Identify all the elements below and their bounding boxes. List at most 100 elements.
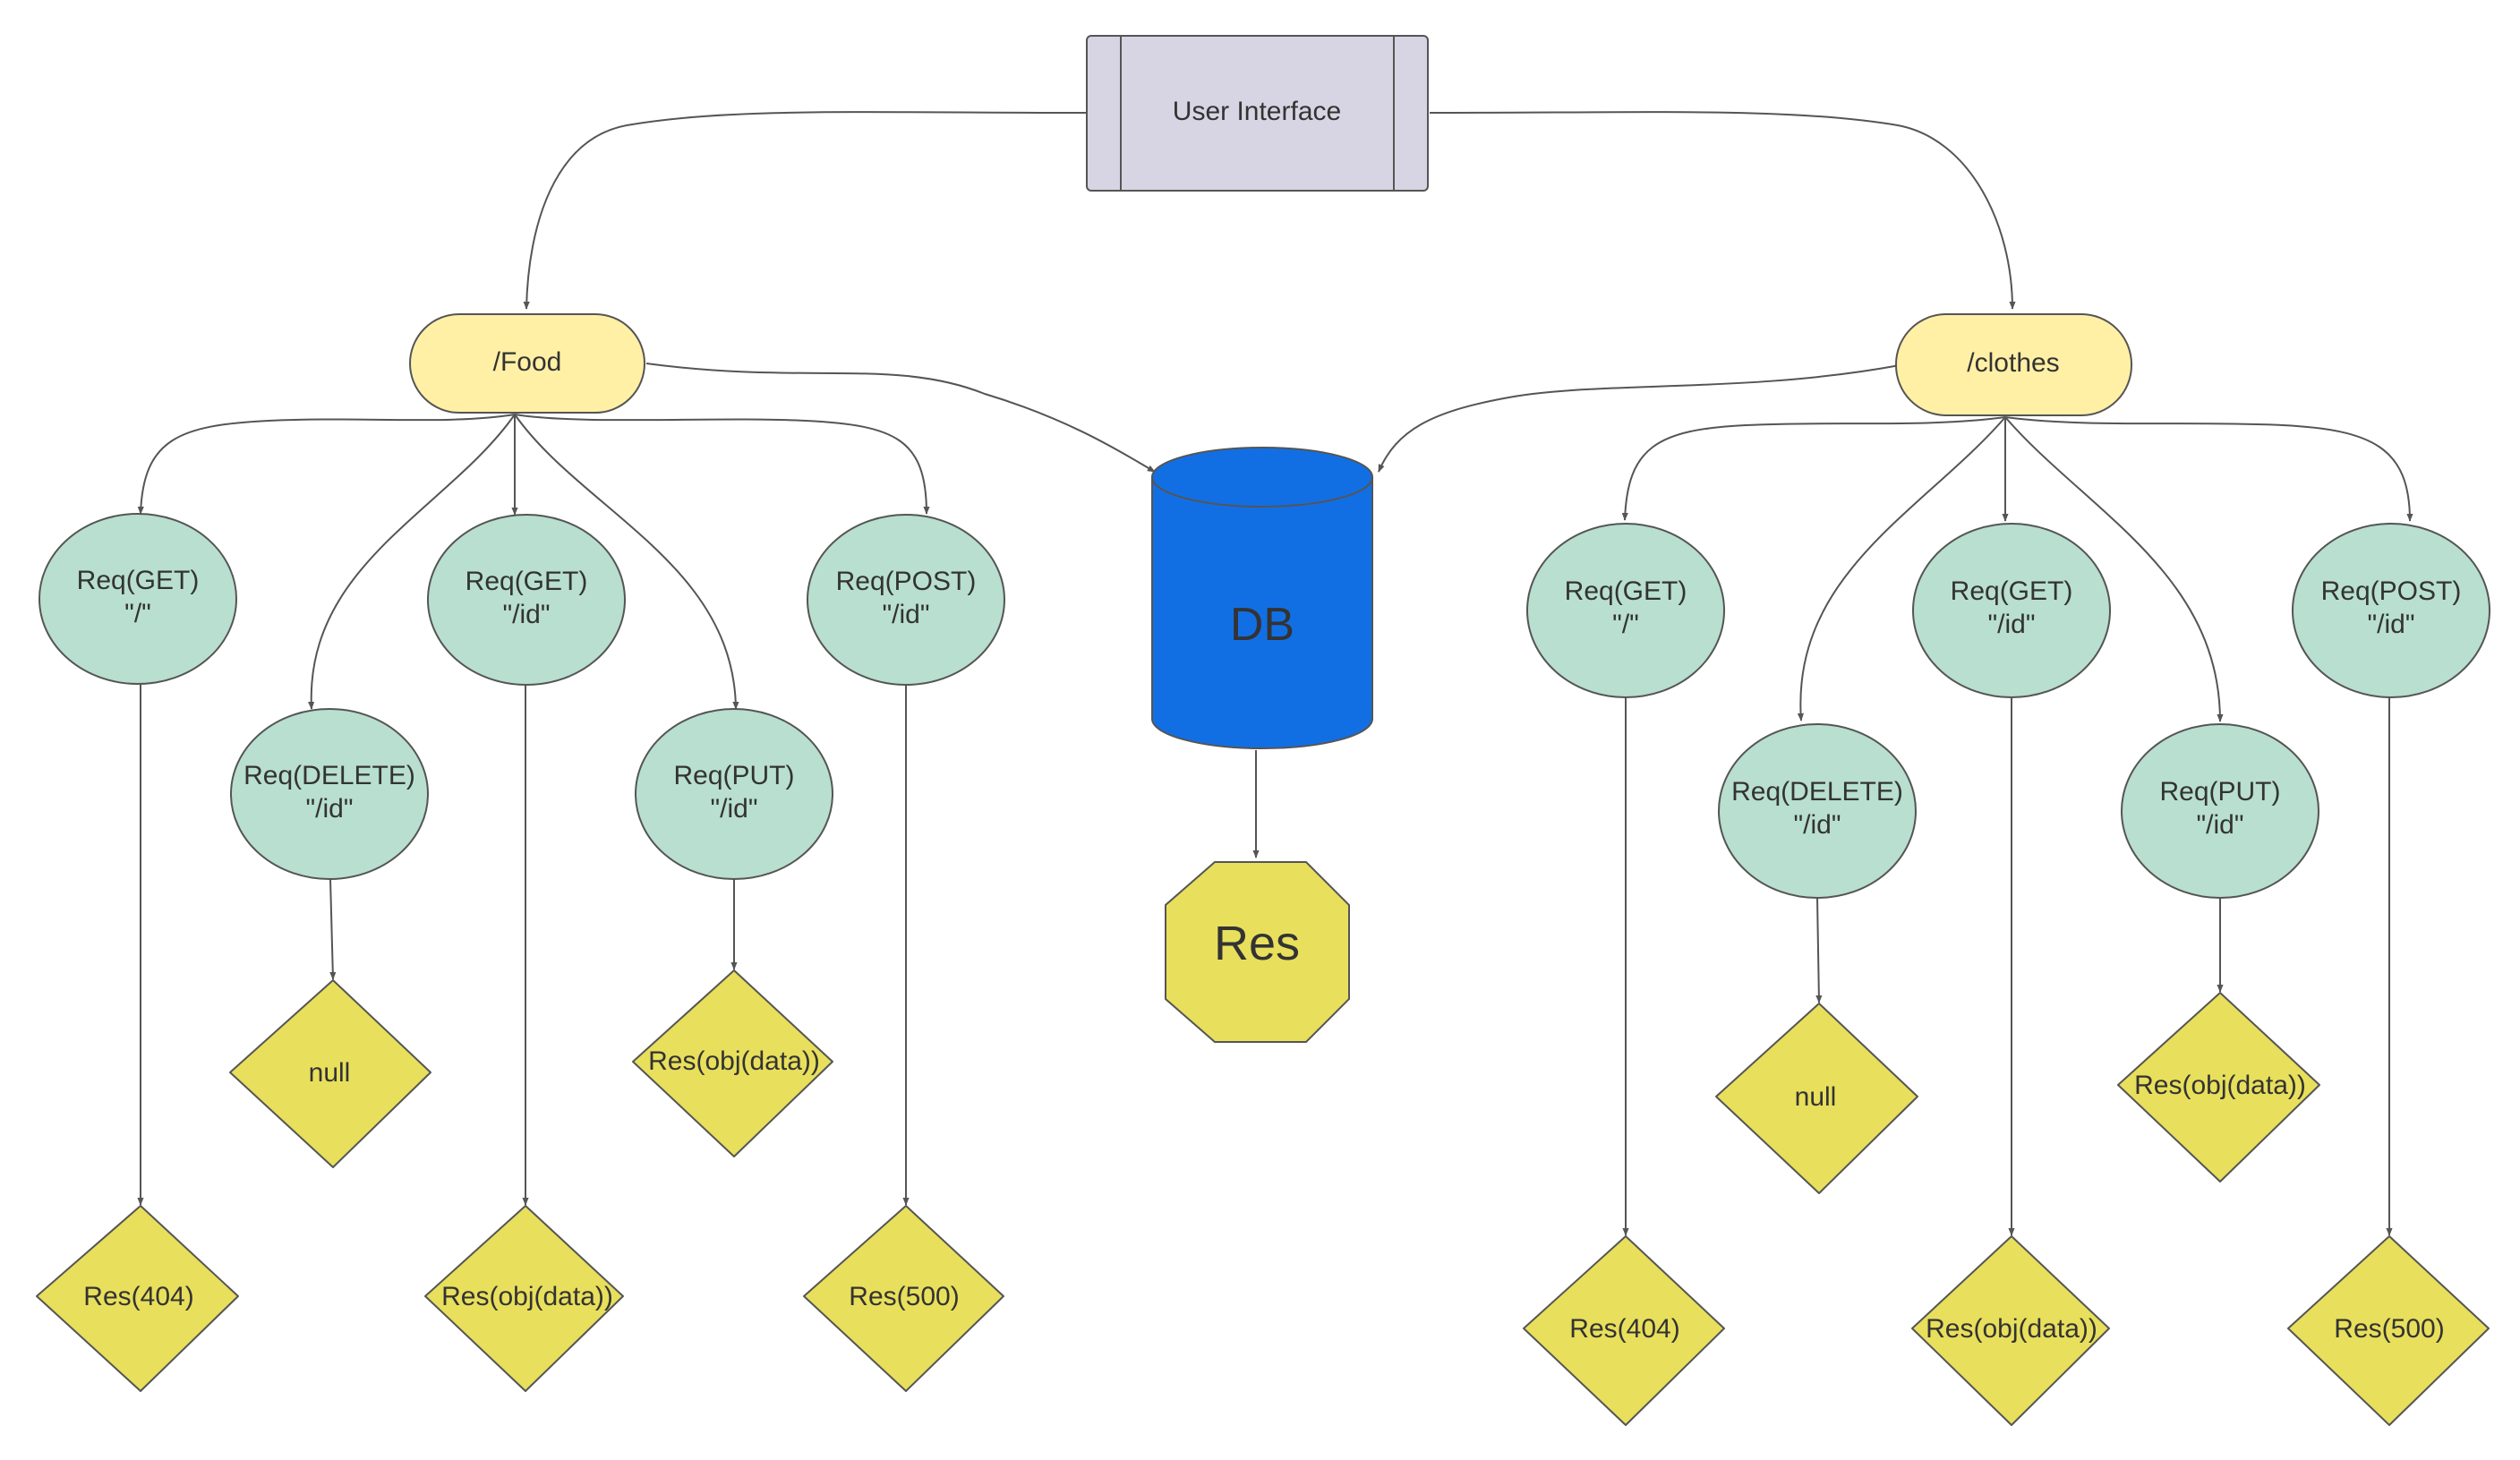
response-diamond [2287,1235,2490,1426]
request-clothes-get-id: Req(GET) "/id" [1912,523,2111,698]
request-shape [230,708,429,880]
edge-food-delete-to-null [329,878,337,980]
edge-food-to-get-root [137,414,516,515]
request-food-get-id: Req(GET) "/id" [427,514,626,686]
route-food-shape [409,313,645,414]
route-food: /Food [409,313,645,414]
request-method-label: Req(POST) [2321,576,2462,606]
response-clothes-404: Res(404) [1523,1235,1725,1426]
response-diamond [1911,1235,2110,1426]
request-shape [1912,523,2111,698]
response-label: Res(500) [2334,1314,2444,1344]
response-clothes-500: Res(500) [2287,1235,2490,1426]
request-clothes-delete-id: Req(DELETE) "/id" [1718,723,1917,899]
user-interface-node: User Interface [1086,35,1429,192]
request-method-label: Req(GET) [1565,576,1687,606]
result-label: Res [1214,917,1300,970]
database-node: DB [1151,447,1373,749]
edge-clothes-to-db [1378,364,1901,473]
response-food-null: null [229,979,431,1168]
request-method-label: Req(PUT) [2159,777,2280,807]
request-method-label: Req(GET) [1951,576,2073,606]
route-food-label: /Food [493,347,562,377]
database-label: DB [1230,599,1294,651]
response-diamond [803,1205,1004,1392]
request-path-label: "/id" [2368,610,2415,639]
edges [137,111,2413,1236]
request-food-post-id: Req(POST) "/id" [807,514,1005,686]
request-shape [807,514,1005,686]
response-label: Res(obj(data)) [648,1046,820,1076]
response-diamond [229,979,431,1168]
request-food-put-id: Req(PUT) "/id" [635,708,833,880]
response-label: Res(obj(data)) [2134,1071,2306,1100]
edge-food-to-delete [308,414,516,710]
edge-clothes-to-get-root [1621,416,2006,521]
result-node: Res [1165,861,1350,1043]
request-clothes-post-id: Req(POST) "/id" [2292,523,2490,698]
response-diamond [1523,1235,1725,1426]
request-path-label: "/id" [1794,810,1841,840]
edge-ui-to-food [523,111,1087,310]
request-method-label: Req(DELETE) [243,761,415,790]
request-food-delete-id: Req(DELETE) "/id" [230,708,429,880]
request-method-label: Req(GET) [466,567,588,596]
request-path-label: "/id" [883,600,930,629]
edge-ui-to-clothes [1429,111,2016,310]
request-path-label: "/id" [503,600,551,629]
response-label: Res(500) [849,1282,959,1311]
response-label: Res(obj(data)) [441,1282,613,1311]
request-shape [1718,723,1917,899]
request-path-label: "/" [124,599,151,628]
request-clothes-get-root: Req(GET) "/" [1526,523,1725,698]
response-diamond [36,1205,239,1392]
response-diamond [1715,1003,1918,1194]
response-label: null [1795,1082,1837,1112]
user-interface-box [1086,35,1429,192]
edge-clothes-to-post [2004,416,2413,522]
database-top [1151,447,1373,508]
edge-clothes-to-delete [1797,416,2006,721]
request-path-label: "/id" [306,794,354,824]
request-food-get-root: Req(GET) "/" [38,513,237,685]
request-clothes-put-id: Req(PUT) "/id" [2121,723,2319,899]
request-shape [38,513,237,685]
response-label: Res(404) [83,1282,193,1311]
request-shape [2121,723,2319,899]
request-method-label: Req(POST) [836,567,977,596]
request-path-label: "/id" [1988,610,2036,639]
request-method-label: Req(DELETE) [1731,777,1903,807]
request-path-label: "/" [1612,610,1639,639]
result-octagon [1165,861,1350,1043]
request-method-label: Req(PUT) [673,761,794,790]
edge-clothes-to-put [2004,416,2224,722]
edge-food-to-post [514,414,930,515]
response-clothes-get-data: Res(obj(data)) [1911,1235,2110,1426]
response-food-404: Res(404) [36,1205,239,1392]
request-path-label: "/id" [2197,810,2244,840]
request-shape [1526,523,1725,698]
response-food-get-data: Res(obj(data)) [424,1205,624,1392]
request-method-label: Req(GET) [77,566,200,595]
route-clothes: /clothes [1895,313,2132,416]
response-clothes-null: null [1715,1003,1918,1194]
response-clothes-put-data: Res(obj(data)) [2117,992,2320,1183]
response-label: null [309,1058,351,1088]
user-interface-label: User Interface [1173,97,1341,126]
response-diamond [632,969,833,1157]
response-diamond [424,1205,624,1392]
response-food-put-data: Res(obj(data)) [632,969,833,1157]
request-shape [427,514,626,686]
request-shape [2292,523,2490,698]
edge-food-to-put [514,414,739,710]
response-food-500: Res(500) [803,1205,1004,1392]
response-label: Res(obj(data)) [1926,1314,2097,1344]
response-label: Res(404) [1569,1314,1679,1344]
request-path-label: "/id" [711,794,758,824]
request-shape [635,708,833,880]
edge-food-to-db [645,363,1156,473]
route-clothes-shape [1895,313,2132,416]
database-body [1151,477,1373,749]
route-clothes-label: /clothes [1967,348,2059,378]
